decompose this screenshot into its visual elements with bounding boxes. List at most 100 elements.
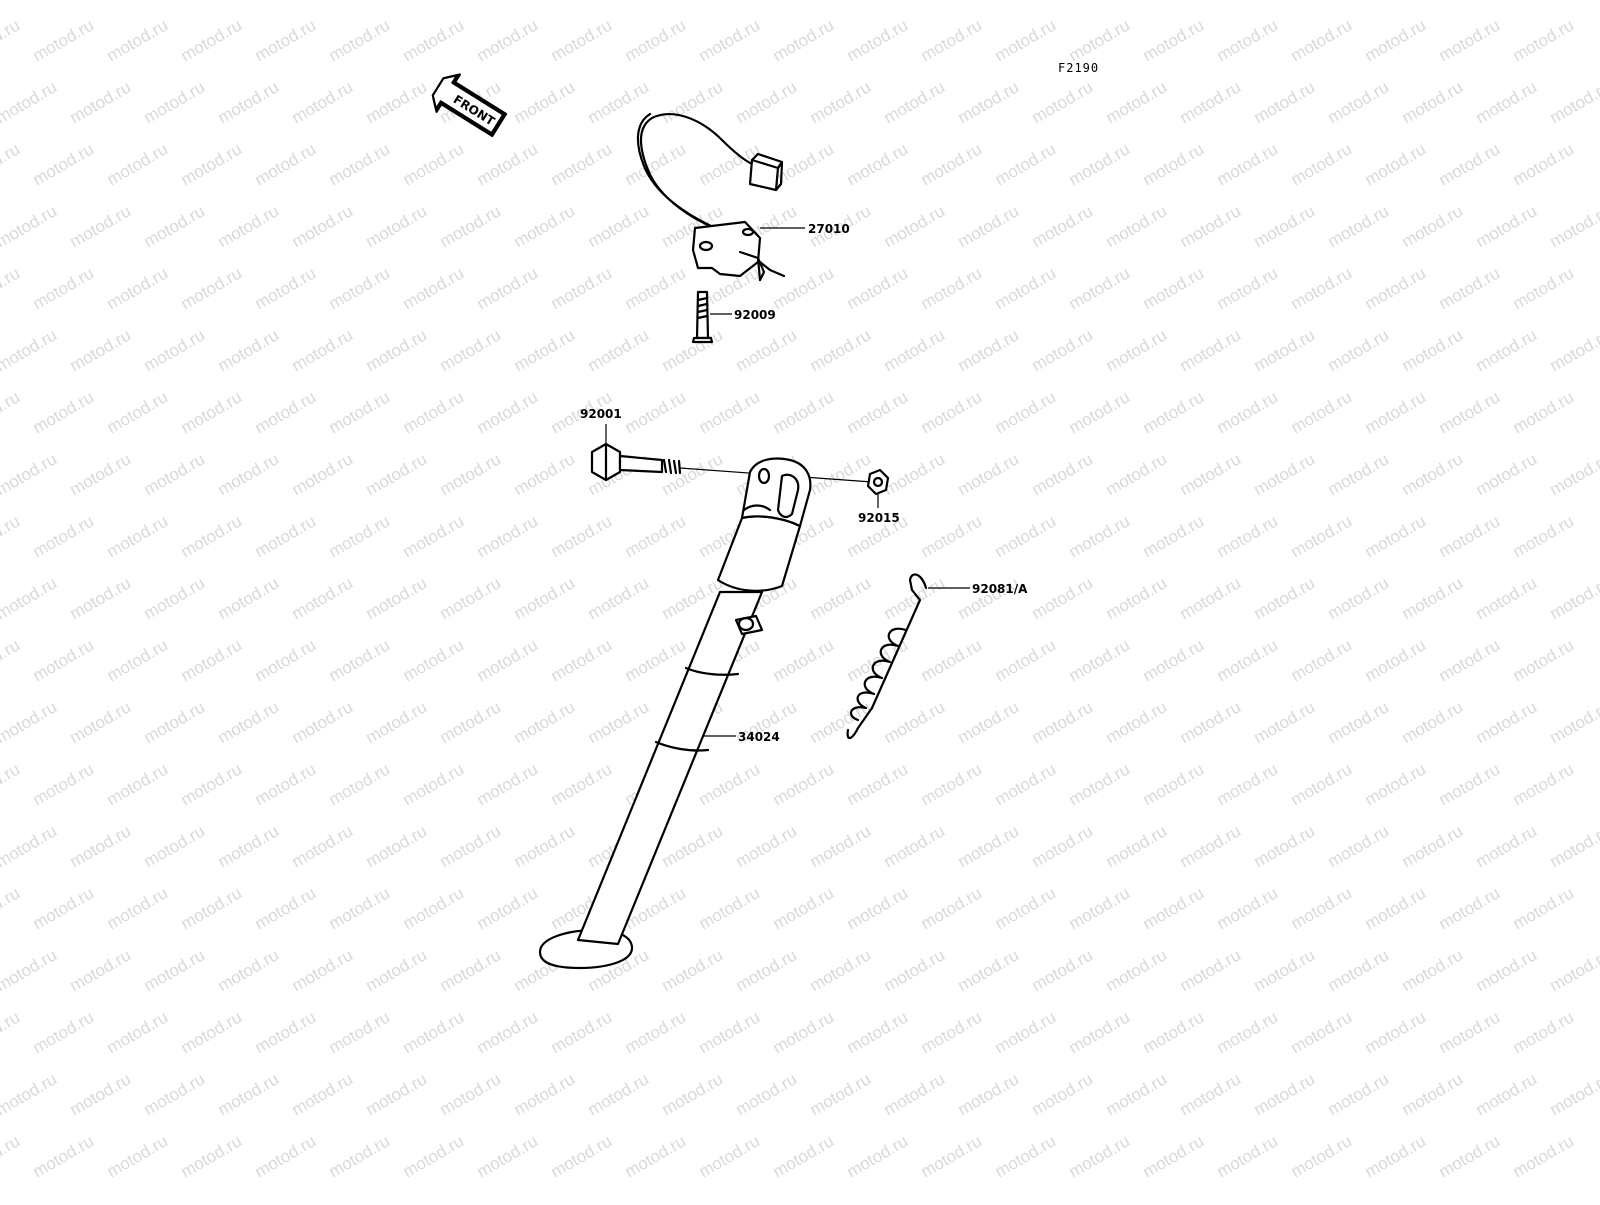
watermark-text: motod.ru: [881, 325, 949, 375]
watermark-text: motod.ru: [178, 883, 246, 933]
watermark-text: motod.ru: [67, 325, 135, 375]
watermark-text: motod.ru: [1325, 945, 1393, 995]
watermark-text: motod.ru: [1399, 449, 1467, 499]
watermark-text: motod.ru: [992, 139, 1060, 189]
watermark-text: motod.ru: [622, 635, 690, 685]
watermark-text: motod.ru: [1214, 139, 1282, 189]
watermark-text: motod.ru: [474, 263, 542, 313]
watermark-text: motod.ru: [0, 201, 60, 251]
part-number-92001: 92001: [580, 407, 622, 421]
watermark-text: motod.ru: [1103, 0, 1171, 3]
watermark-text: motod.ru: [1251, 1069, 1319, 1119]
watermark-text: motod.ru: [0, 573, 60, 623]
watermark-text: motod.ru: [1103, 201, 1171, 251]
watermark-text: motod.ru: [141, 77, 209, 127]
watermark-text: motod.ru: [141, 945, 209, 995]
watermark-text: motod.ru: [1510, 635, 1578, 685]
watermark-text: motod.ru: [511, 573, 579, 623]
watermark-text: motod.ru: [992, 1131, 1060, 1181]
watermark-text: motod.ru: [881, 945, 949, 995]
watermark-text: motod.ru: [1140, 1131, 1208, 1181]
watermark-text: motod.ru: [955, 0, 1023, 3]
watermark-text: motod.ru: [992, 511, 1060, 561]
watermark-text: motod.ru: [1103, 325, 1171, 375]
watermark-text: motod.ru: [1362, 635, 1430, 685]
watermark-text: motod.ru: [844, 263, 912, 313]
watermark-text: motod.ru: [67, 201, 135, 251]
watermark-text: motod.ru: [0, 449, 60, 499]
watermark-text: motod.ru: [1473, 325, 1541, 375]
watermark-text: motod.ru: [30, 1131, 98, 1181]
watermark-text: motod.ru: [0, 263, 23, 313]
watermark-text: motod.ru: [437, 1069, 505, 1119]
watermark-text: motod.ru: [0, 325, 60, 375]
watermark-text: motod.ru: [1473, 0, 1541, 3]
watermark-text: motod.ru: [733, 1069, 801, 1119]
watermark-text: motod.ru: [252, 1131, 320, 1181]
watermark-text: motod.ru: [881, 201, 949, 251]
watermark-text: motod.ru: [659, 1069, 727, 1119]
watermark-text: motod.ru: [1473, 697, 1541, 747]
watermark-text: motod.ru: [30, 511, 98, 561]
watermark-text: motod.ru: [289, 1069, 357, 1119]
watermark-text: motod.ru: [474, 387, 542, 437]
watermark-text: motod.ru: [918, 883, 986, 933]
watermark-text: motod.ru: [1177, 697, 1245, 747]
watermark-text: motod.ru: [585, 1069, 653, 1119]
watermark-text: motod.ru: [1325, 449, 1393, 499]
watermark-text: motod.ru: [1251, 325, 1319, 375]
watermark-text: motod.ru: [1029, 1069, 1097, 1119]
watermark-text: motod.ru: [326, 387, 394, 437]
watermark-text: motod.ru: [30, 387, 98, 437]
watermark-text: motod.ru: [252, 511, 320, 561]
watermark-text: motod.ru: [622, 1131, 690, 1181]
watermark-text: motod.ru: [807, 449, 875, 499]
watermark-text: motod.ru: [585, 201, 653, 251]
watermark-text: motod.ru: [141, 573, 209, 623]
watermark-text: motod.ru: [400, 883, 468, 933]
watermark-text: motod.ru: [1177, 77, 1245, 127]
watermark-text: motod.ru: [0, 15, 23, 65]
watermark-text: motod.ru: [770, 883, 838, 933]
watermark-text: motod.ru: [622, 263, 690, 313]
watermark-text: motod.ru: [215, 0, 283, 3]
watermark-text: motod.ru: [1029, 77, 1097, 127]
watermark-text: motod.ru: [0, 697, 60, 747]
watermark-text: motod.ru: [67, 1069, 135, 1119]
watermark-text: motod.ru: [1066, 635, 1134, 685]
watermark-text: motod.ru: [585, 325, 653, 375]
watermark-text: motod.ru: [807, 697, 875, 747]
watermark-text: motod.ru: [844, 387, 912, 437]
watermark-text: motod.ru: [1362, 511, 1430, 561]
watermark-text: motod.ru: [1362, 387, 1430, 437]
watermark-text: motod.ru: [1214, 635, 1282, 685]
watermark-text: motod.ru: [659, 945, 727, 995]
watermark-text: motod.ru: [1177, 325, 1245, 375]
watermark-text: motod.ru: [1436, 635, 1504, 685]
watermark-text: motod.ru: [1436, 1007, 1504, 1057]
watermark-text: motod.ru: [30, 883, 98, 933]
watermark-text: motod.ru: [807, 821, 875, 871]
watermark-text: motod.ru: [67, 77, 135, 127]
watermark-text: motod.ru: [918, 15, 986, 65]
watermark-text: motod.ru: [104, 1007, 172, 1057]
watermark-text: motod.ru: [807, 77, 875, 127]
watermark-text: motod.ru: [437, 945, 505, 995]
watermark-text: motod.ru: [1029, 945, 1097, 995]
watermark-text: motod.ru: [1288, 635, 1356, 685]
watermark-text: motod.ru: [67, 697, 135, 747]
watermark-text: motod.ru: [1251, 697, 1319, 747]
watermark-text: motod.ru: [1473, 77, 1541, 127]
watermark-text: motod.ru: [1103, 449, 1171, 499]
watermark-text: motod.ru: [178, 15, 246, 65]
watermark-text: motod.ru: [400, 635, 468, 685]
watermark-text: motod.ru: [1103, 573, 1171, 623]
watermark-text: motod.ru: [844, 883, 912, 933]
watermark-text: motod.ru: [955, 77, 1023, 127]
watermark-text: motod.ru: [400, 263, 468, 313]
watermark-text: motod.ru: [1288, 883, 1356, 933]
watermark-text: motod.ru: [1362, 263, 1430, 313]
watermark-text: motod.ru: [548, 1131, 616, 1181]
